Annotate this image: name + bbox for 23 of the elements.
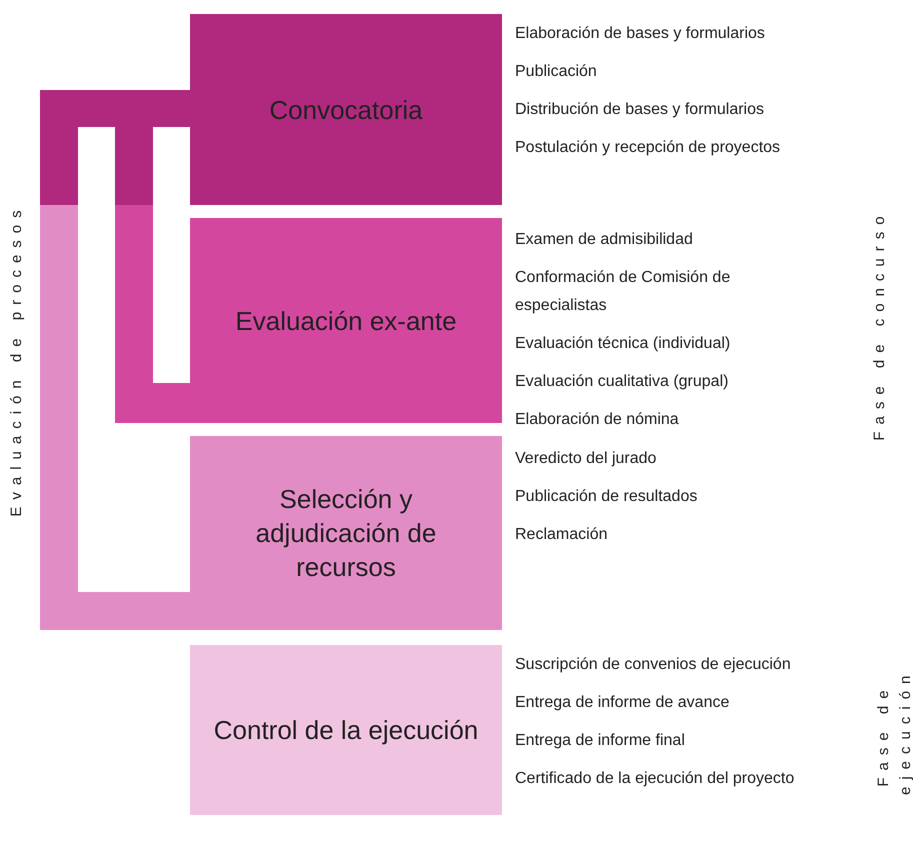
step-item: Veredicto del jurado (515, 449, 658, 469)
step-item: Elaboración de bases y formularios (515, 24, 766, 44)
step-item: Entrega de informe de avance (515, 693, 730, 713)
step-item: Evaluación cualitativa (grupal) (515, 372, 730, 392)
step-item: Postulación y recepción de proyectos (515, 138, 782, 158)
side-label: Evaluación de procesos (7, 202, 26, 519)
side-label: Fase de ejecución (874, 675, 913, 795)
step-item: Certificado de la ejecución del proyecto (515, 769, 796, 789)
side-label: Fase de concurso (870, 208, 889, 443)
stage-title: Selección y adjudicación de recursos (254, 483, 438, 584)
step-item: Examen de admisibilidad (515, 230, 694, 250)
stage-title: Evaluación ex-ante (235, 304, 457, 338)
step-item: Reclamación (515, 525, 608, 545)
step-item: Conformación de Comisión de especialistas (515, 268, 732, 316)
step-item: Evaluación técnica (individual) (515, 334, 732, 354)
stage-title: Control de la ejecución (214, 714, 478, 747)
step-item: Suscripción de convenios de ejecución (515, 655, 792, 675)
stage-title: Convocatoria (269, 94, 423, 126)
step-item: Entrega de informe final (515, 731, 686, 751)
step-item: Publicación de resultados (515, 487, 698, 507)
step-item: Elaboración de nómina (515, 410, 680, 430)
step-item: Publicación (515, 62, 598, 82)
step-item: Distribución de bases y formularios (515, 100, 765, 120)
